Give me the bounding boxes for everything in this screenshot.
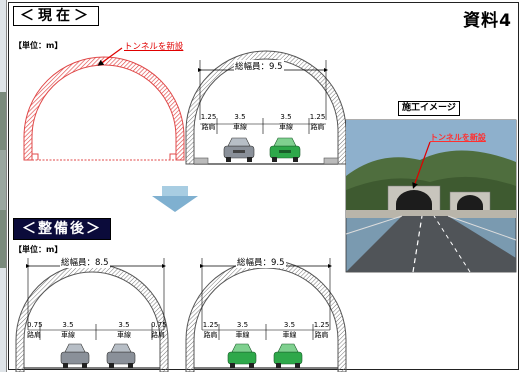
car-green-after-1	[227, 343, 257, 368]
adjacent-page-photo-detail	[0, 150, 6, 210]
unit-label-current: 【単位：m】	[14, 41, 63, 50]
after-section-header: ＜整備後＞	[13, 218, 111, 240]
after-right-total-width: 総幅員：9.5	[236, 256, 286, 268]
transition-arrow	[152, 186, 198, 212]
car-gray-after-2	[106, 343, 136, 368]
construction-image-title: 施工イメージ	[398, 101, 460, 116]
construction-image-photo	[345, 119, 517, 273]
document-frame	[8, 2, 519, 370]
document-label: 資料4	[463, 11, 512, 31]
after-left-tunnel-section	[15, 263, 169, 372]
car-green-after-2	[273, 343, 303, 368]
after-left-total-width: 総幅員：8.5	[60, 256, 110, 268]
construction-image-note: トンネルを新設	[430, 133, 486, 142]
unit-label-after: 【単位：m】	[14, 245, 63, 254]
current-total-width: 総幅員：9.5	[234, 60, 284, 72]
current-section-header: ＜現在＞	[13, 6, 99, 26]
car-gray-after-1	[60, 343, 90, 368]
car-green-current	[269, 137, 301, 162]
car-gray-current	[223, 137, 255, 162]
new-tunnel-annotation: トンネルを新設	[124, 42, 184, 52]
after-right-tunnel-section	[185, 259, 347, 372]
new-tunnel-section	[23, 56, 185, 161]
